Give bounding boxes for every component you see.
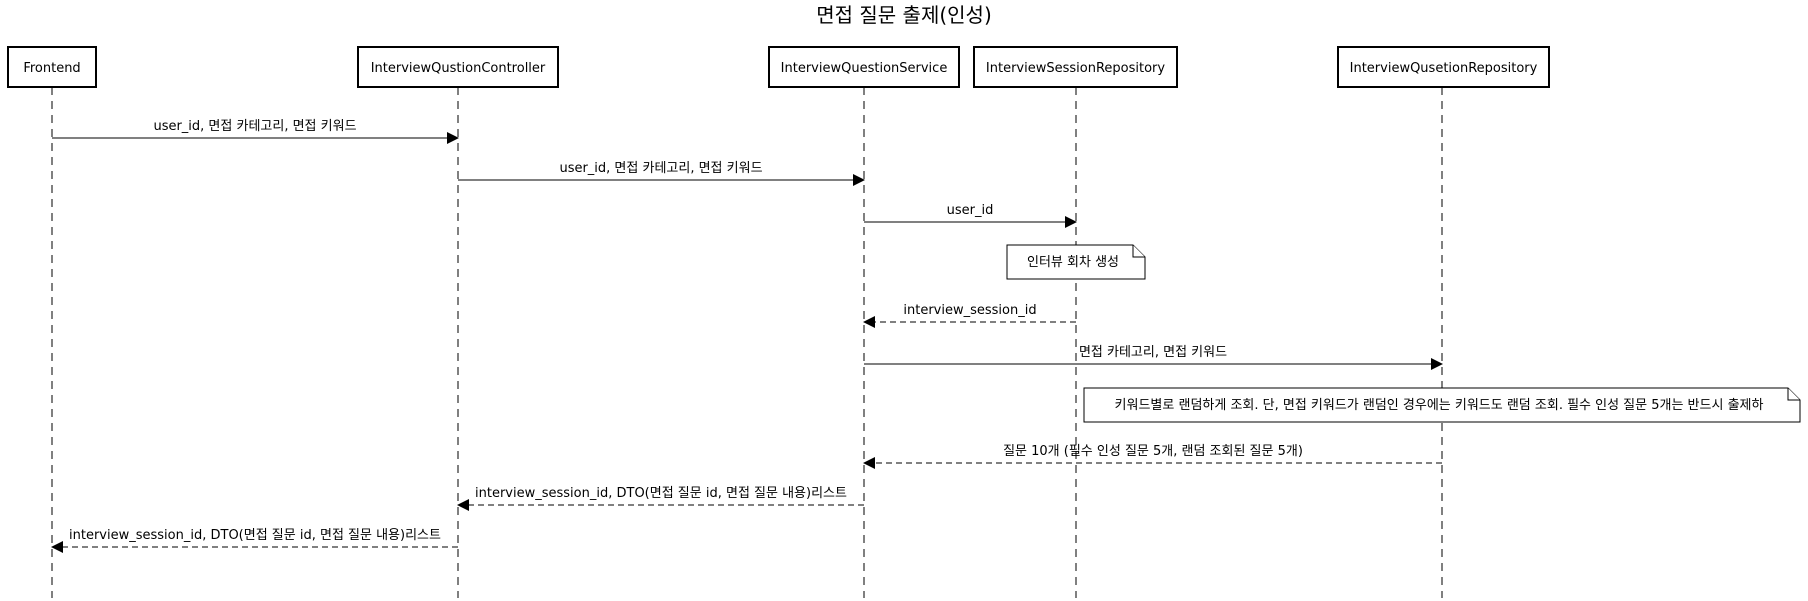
note-2: 키워드별로 랜덤하게 조회. 단, 면접 키워드가 랜덤인 경우에는 키워드도 … (1083, 387, 1801, 423)
participant-box (7, 46, 97, 88)
note-text: 인터뷰 회차 생성 (1027, 255, 1119, 270)
message-7: interview_session_id, DTO(면접 질문 id, 면접 질… (457, 486, 864, 511)
participant-box (768, 46, 960, 88)
note-fold (1132, 245, 1145, 258)
message-label: interview_session_id, DTO(면접 질문 id, 면접 질… (475, 486, 847, 501)
note-box (1083, 387, 1801, 423)
participant-controller: InterviewQustionController (357, 46, 559, 88)
message-label: 면접 카테고리, 면접 키워드 (1079, 345, 1227, 360)
message-1: user_id, 면접 카테고리, 면접 키워드 (52, 119, 459, 144)
message-label: 질문 10개 (필수 인성 질문 5개, 랜덤 조회된 질문 5개) (1003, 444, 1303, 459)
participant-box (973, 46, 1178, 88)
participant-label: InterviewQuestionService (781, 61, 948, 76)
participant-box (1337, 46, 1550, 88)
participant-box (357, 46, 559, 88)
participant-label: InterviewQusetionRepository (1350, 61, 1538, 76)
message-3: user_id (864, 203, 1077, 228)
message-label: interview_session_id, DTO(면접 질문 id, 면접 질… (69, 528, 441, 543)
note-box (1006, 244, 1146, 280)
message-label: user_id (947, 203, 994, 218)
message-label: user_id, 면접 카테고리, 면접 키워드 (559, 161, 762, 176)
participant-service: InterviewQuestionService (768, 46, 960, 88)
message-label: interview_session_id (903, 303, 1036, 318)
note-1: 인터뷰 회차 생성 (1006, 244, 1146, 280)
message-4: interview_session_id (863, 303, 1076, 328)
participant-label: Frontend (23, 61, 80, 76)
message-2: user_id, 면접 카테고리, 면접 키워드 (458, 161, 865, 186)
message-label: user_id, 면접 카테고리, 면접 키워드 (153, 119, 356, 134)
participant-label: InterviewSessionRepository (986, 61, 1165, 76)
note-fold (1787, 388, 1800, 401)
message-8: interview_session_id, DTO(면접 질문 id, 면접 질… (51, 528, 458, 553)
participant-question_repo: InterviewQusetionRepository (1337, 46, 1550, 88)
participant-frontend: Frontend (7, 46, 97, 88)
message-6: 질문 10개 (필수 인성 질문 5개, 랜덤 조회된 질문 5개) (863, 444, 1442, 469)
lifelines (51, 87, 1443, 598)
note-text: 키워드별로 랜덤하게 조회. 단, 면접 키워드가 랜덤인 경우에는 키워드도 … (1115, 398, 1764, 413)
messages: user_id, 면접 카테고리, 면접 키워드 user_id, 면접 카테고리… (51, 119, 1443, 553)
participant-session_repo: InterviewSessionRepository (973, 46, 1178, 88)
participant-label: InterviewQustionController (371, 61, 546, 76)
participants: Frontend InterviewQustionController Interv… (7, 46, 1550, 88)
message-5: 면접 카테고리, 면접 키워드 (864, 345, 1443, 370)
diagram-title: 면접 질문 출제(인성) (816, 3, 992, 27)
